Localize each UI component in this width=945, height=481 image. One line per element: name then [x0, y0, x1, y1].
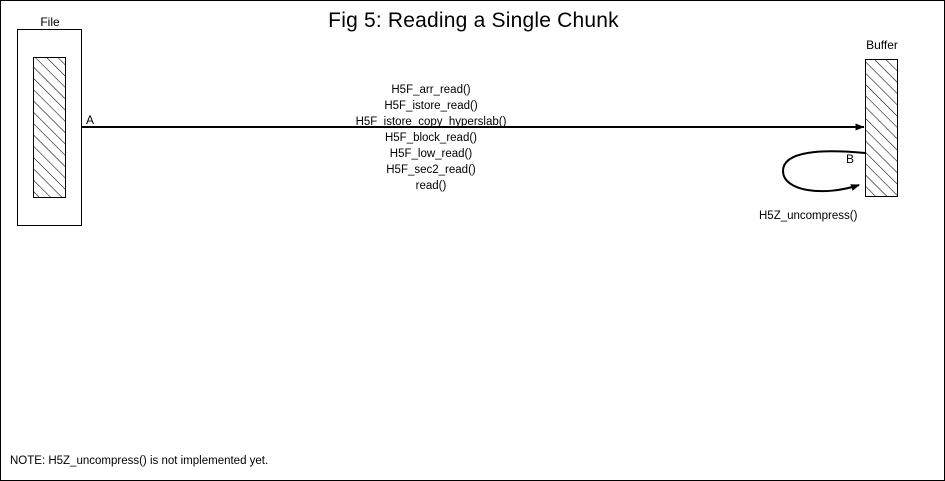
page-title: Fig 5: Reading a Single Chunk	[328, 9, 619, 32]
file-node-label: File	[40, 15, 60, 29]
call-stack-item: H5F_low_read()	[389, 148, 473, 160]
edge-marker-b: B	[846, 152, 855, 166]
buffer-node-label: Buffer	[866, 38, 898, 52]
file-chunk-hatched	[33, 57, 66, 198]
call-stack-list: H5F_arr_read() H5F_istore_read() H5F_ist…	[331, 82, 531, 194]
buffer-box-hatched	[865, 59, 898, 197]
call-stack-item: H5F_block_read()	[384, 132, 478, 144]
call-stack-item: H5F_arr_read()	[391, 84, 471, 96]
figure-footnote: NOTE: H5Z_uncompress() is not implemente…	[10, 455, 269, 467]
call-stack-item: read()	[415, 180, 447, 192]
call-stack-item: H5F_sec2_read()	[386, 164, 476, 176]
edge-marker-a: A	[86, 113, 95, 127]
call-stack-item: H5F_istore_read()	[384, 100, 478, 112]
self-loop-arrow-b	[781, 150, 866, 193]
call-stack-item: H5F_istore_copy_hyperslab()	[355, 116, 507, 128]
self-loop-function-label: H5Z_uncompress()	[759, 210, 858, 222]
